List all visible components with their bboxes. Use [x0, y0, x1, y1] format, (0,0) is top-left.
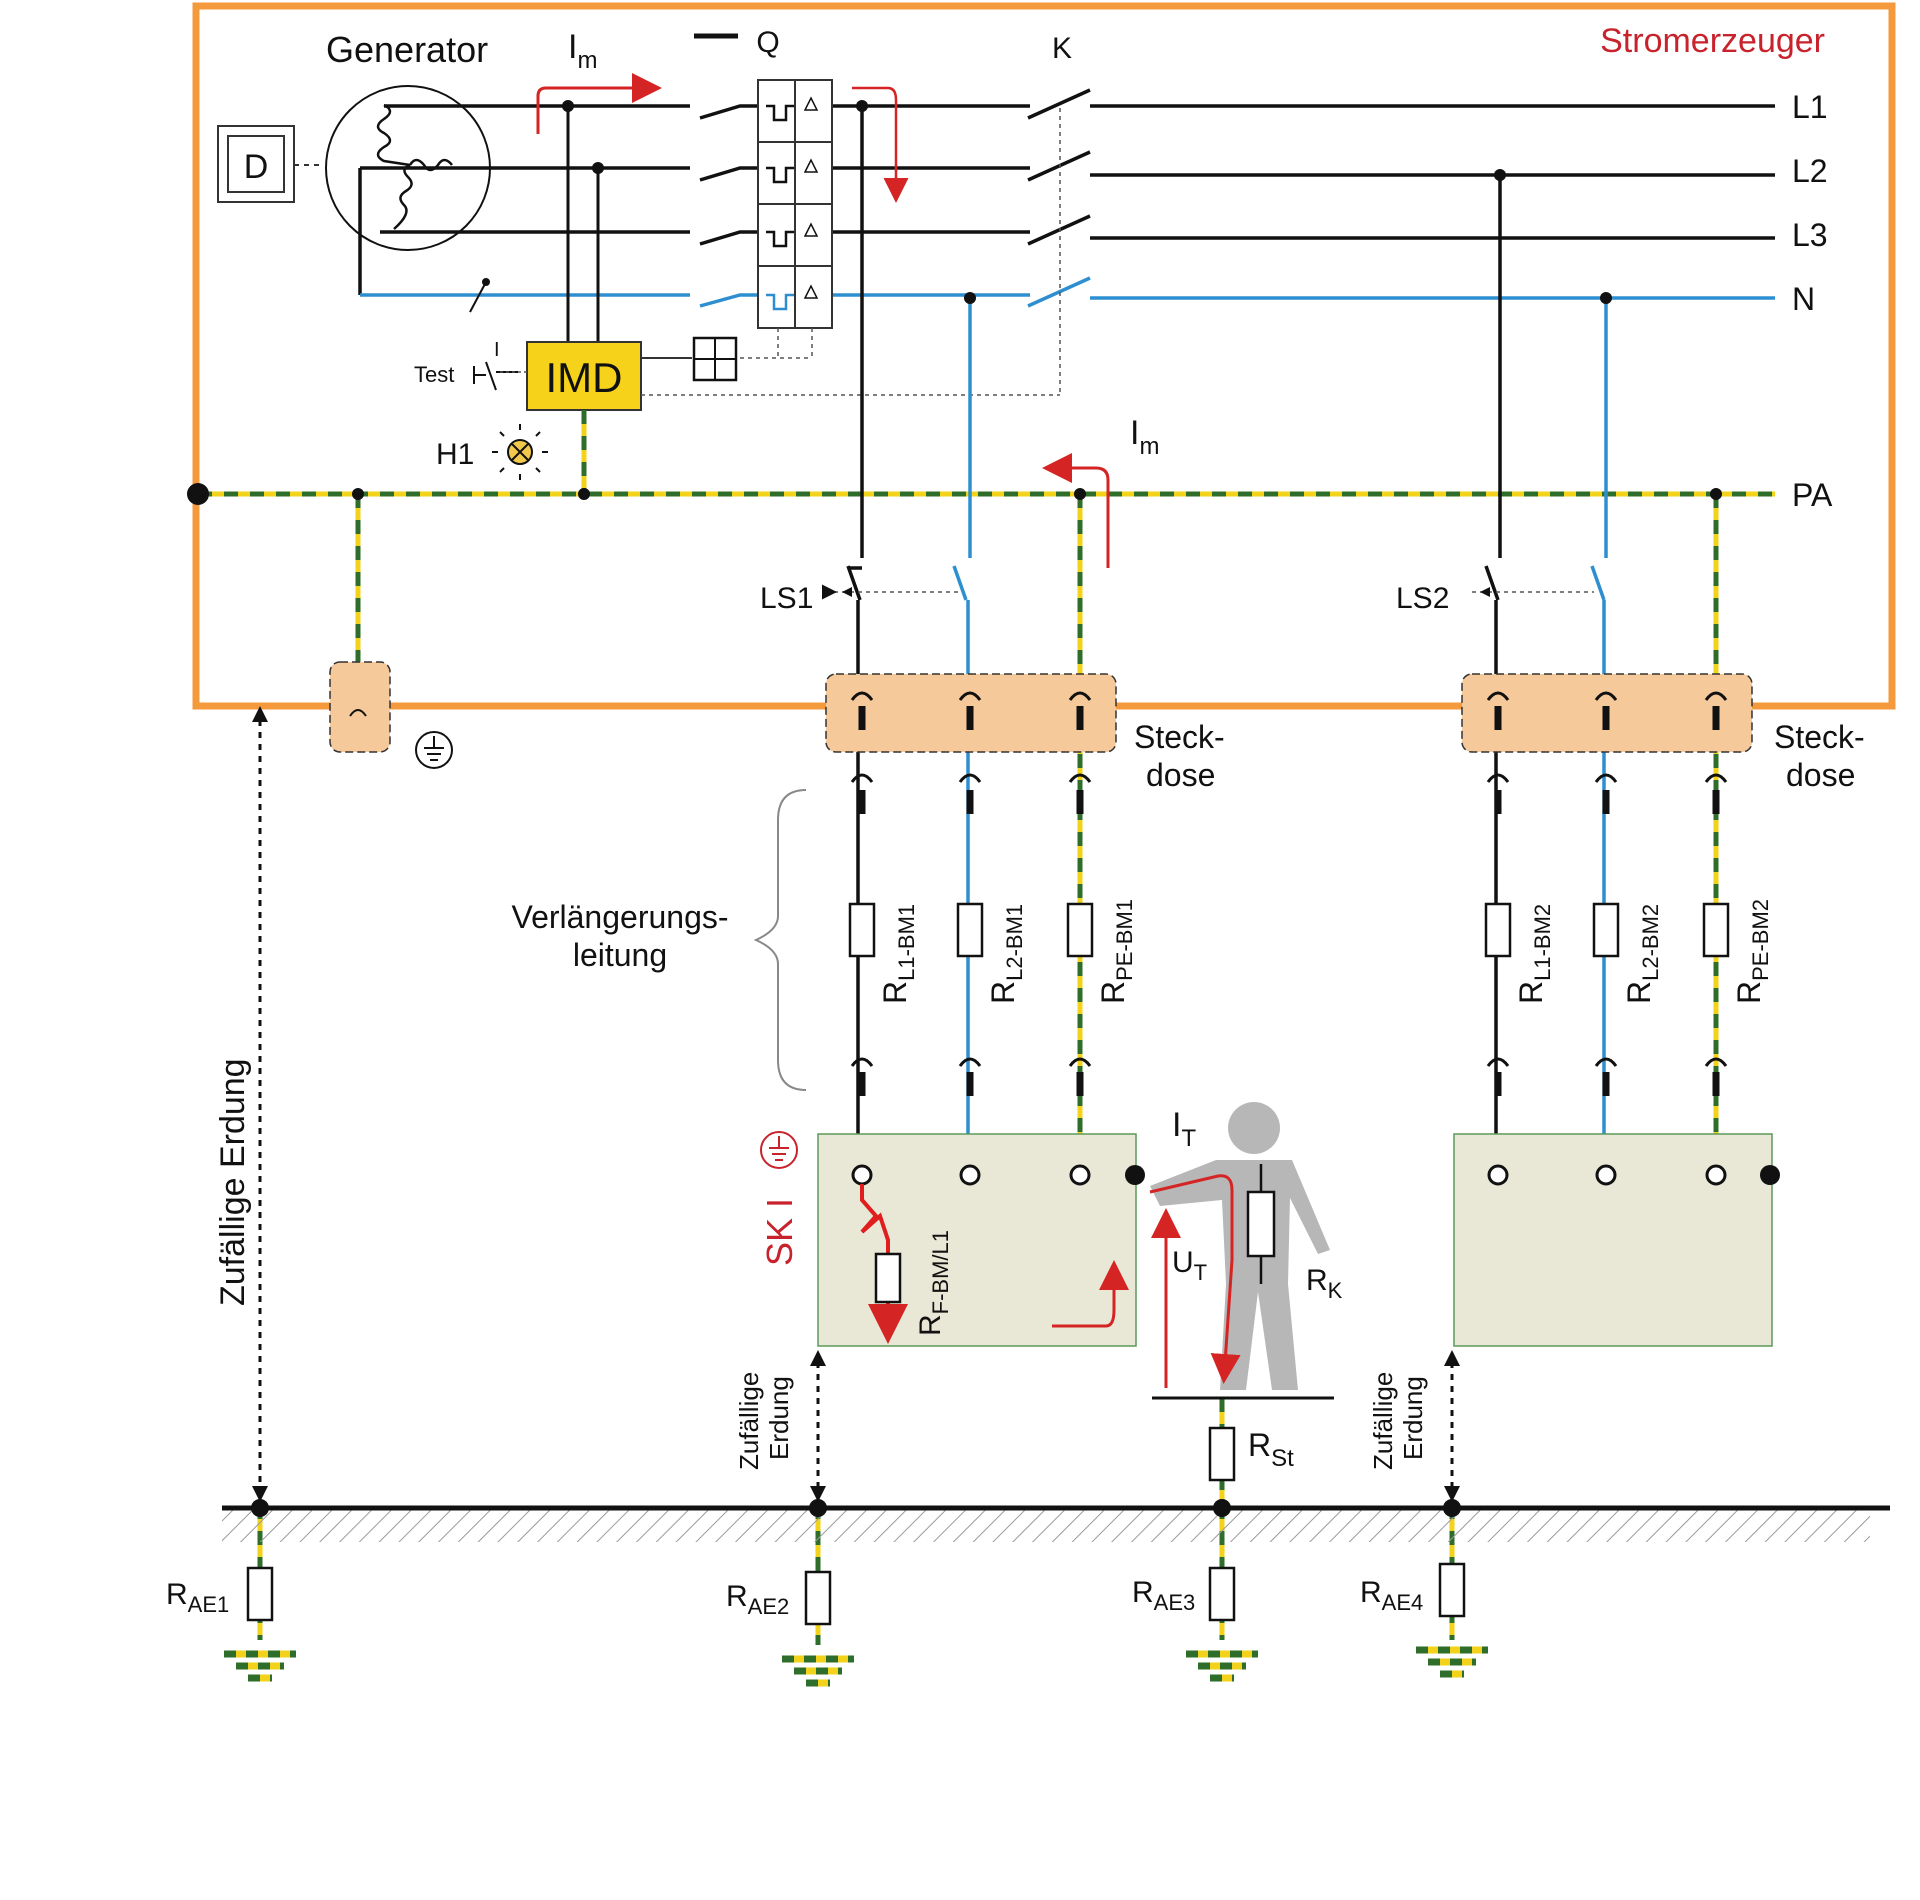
- r-ae3: RAE3: [1132, 1576, 1195, 1615]
- r-l1-bm2: RL1-BM2: [1513, 904, 1555, 1004]
- q-label: Q: [756, 26, 779, 59]
- drive-box: D: [217, 125, 295, 203]
- svg-text:D: D: [244, 148, 269, 186]
- ls1-label: LS1: [760, 582, 813, 615]
- earth-symbol-icon: [415, 731, 453, 769]
- rst-label: RSt: [1248, 1427, 1294, 1472]
- test-i-label: I: [494, 339, 500, 361]
- r-ae4: RAE4: [1360, 1576, 1423, 1615]
- n-label: N: [1792, 281, 1815, 317]
- rf-label: RF-BM/L1: [914, 1230, 953, 1336]
- breaker-q: [694, 33, 833, 359]
- l2-label: L2: [1792, 153, 1828, 189]
- im-arrow-q: [852, 86, 909, 203]
- branch-wires-black: [848, 106, 1502, 1175]
- socket-1-label-a: Steck-: [1134, 719, 1225, 755]
- random-earth-4b: Erdung: [1398, 1376, 1428, 1460]
- r-pe-bm2: RPE-BM2: [1731, 899, 1773, 1004]
- r-ae1: RAE1: [166, 1578, 229, 1617]
- h1-label: H1: [436, 438, 474, 471]
- imd-box: [526, 341, 642, 411]
- r-l2-bm1: RL2-BM1: [985, 904, 1027, 1004]
- fault-resistor: [874, 1252, 902, 1304]
- ls2-label: LS2: [1396, 582, 1449, 615]
- random-earth-4a: Zufällige: [1368, 1372, 1398, 1470]
- pa-label: PA: [1792, 477, 1833, 513]
- socket-1-label-b: dose: [1146, 757, 1215, 793]
- protection-class-label: SK I: [759, 1198, 800, 1266]
- neutral-line: [360, 276, 1775, 308]
- person-icon: [1150, 1102, 1330, 1390]
- extension-brace: [753, 789, 807, 1091]
- generator-winding: [376, 103, 453, 230]
- earth-electrode-icons: [224, 1646, 1488, 1687]
- generator-label: Generator: [326, 29, 488, 70]
- random-earth-label: Zufällige Erdung: [214, 1058, 252, 1306]
- phase-lines: [358, 88, 1775, 295]
- im-label-pa: Im: [1130, 414, 1159, 460]
- current-arrow-device: [1052, 1260, 1129, 1328]
- ut-label: UT: [1172, 1246, 1207, 1285]
- l3-label: L3: [1792, 217, 1828, 253]
- r-pe-bm1: RPE-BM1: [1095, 899, 1137, 1004]
- socket-2-label-a: Steck-: [1774, 719, 1865, 755]
- protection-earth-icon: [760, 1131, 798, 1169]
- ls-switch-contacts: [846, 565, 1500, 601]
- rk-label: RK: [1306, 1264, 1343, 1303]
- imd-label: IMD: [546, 354, 623, 401]
- it-label: IT: [1172, 1106, 1196, 1152]
- touch-current-path: [1149, 1174, 1241, 1384]
- fault-path: [862, 1184, 888, 1336]
- l1-label: L1: [1792, 89, 1828, 125]
- im-label-top: Im: [568, 28, 597, 74]
- k-label: K: [1052, 32, 1072, 65]
- random-earth-2b: Erdung: [764, 1376, 794, 1460]
- r-l1-bm1: RL1-BM1: [877, 904, 919, 1004]
- extension-label-b: leitung: [573, 937, 667, 973]
- ground-hatch: [222, 1508, 1870, 1542]
- extension-label-a: Verlängerungs-: [511, 899, 728, 935]
- cord-resistors: [848, 902, 1730, 958]
- earth-resistors: [246, 1562, 1466, 1626]
- lamp-icon: [492, 424, 548, 480]
- plug-contacts: [850, 691, 1728, 1067]
- test-button-icon: [473, 361, 518, 391]
- im-arrow-top: [536, 73, 662, 134]
- im-arrow-pa: [1042, 453, 1110, 568]
- pe-wires: [198, 410, 1775, 1645]
- test-label: Test: [414, 362, 454, 387]
- socket-earth: [329, 661, 391, 753]
- enclosure-title: Stromerzeuger: [1600, 22, 1825, 60]
- r-ae2: RAE2: [726, 1580, 789, 1619]
- socket-2-label-b: dose: [1786, 757, 1855, 793]
- r-l2-bm2: RL2-BM2: [1621, 904, 1663, 1004]
- random-earth-2a: Zufällige: [734, 1372, 764, 1470]
- stand-resistor: [1208, 1426, 1236, 1482]
- earthing-arrows: [258, 720, 1454, 1490]
- body-resistor: [1246, 1190, 1276, 1258]
